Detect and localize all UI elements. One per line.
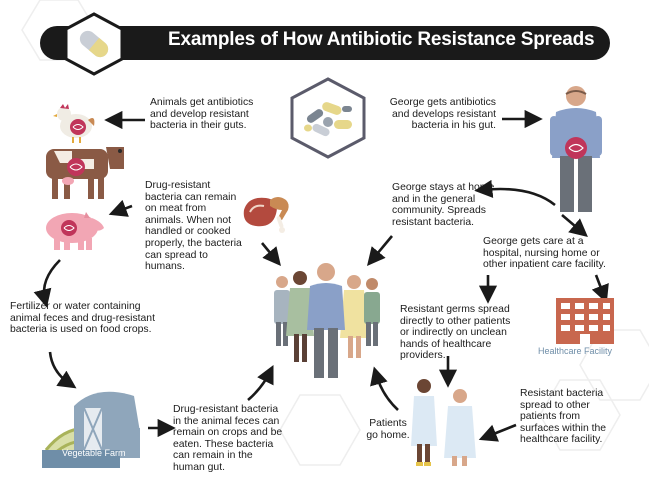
caption-meat: Drug-resistant bacteria can remain on me… [145,180,242,273]
arrow-surfaces-to-patients [478,423,517,442]
arrow-patients-to-crowd [370,366,399,411]
caption-fertilizer: Fertilizer or water containing animal fe… [10,301,155,336]
caption-george-antibiotics: George gets antibiotics and develops res… [389,97,496,132]
bacteria-icon [61,220,77,236]
chicken-icon [53,104,95,143]
arrow-meat-to-crowd [260,242,281,267]
caption-crops: Drug-resistant bacteria in the animal fe… [173,404,283,473]
caption-patients-home: Patients go home. [366,418,410,441]
cow-icon [46,147,124,199]
community-crowd [274,263,380,378]
patients-figures [411,379,476,466]
pig-icon [46,212,104,250]
pills-icon [304,102,352,137]
caption-community: George stays at home and in the general … [392,182,495,228]
healthcare-facility-icon [556,298,614,344]
page-title: Examples of How Antibiotic Resistance Sp… [168,29,595,50]
vegetable-farm-label: Vegetable Farm [62,448,126,458]
bacteria-icon [67,158,85,176]
healthcare-facility-label: Healthcare Facility [538,346,613,356]
vegetable-farm-icon [42,391,140,468]
bacteria-icon [565,137,587,159]
meat-icon [243,197,289,233]
bacteria-icon [70,119,86,135]
caption-healthcare-care: George gets care at a hospital, nursing … [483,236,606,271]
arrow-crops-to-crowd [247,365,274,401]
pill-icon [64,12,124,76]
antibiotics-hexagon [290,77,366,159]
arrow-george-to-healthcare-text [561,214,588,238]
arrow-to-building [591,274,609,304]
caption-germs-spread: Resistant germs spread directly to other… [400,304,511,362]
arrow-animals-to-fertilizer [33,259,61,308]
arrow-community-to-crowd [367,235,393,266]
arrow-fertilizer-to-farm [48,351,77,389]
george-figure [550,86,602,212]
arrow-to-meat [108,199,133,217]
title-banner: Examples of How Antibiotic Resistance Sp… [40,26,610,60]
caption-animals-antibiotics: Animals get antibiotics and develop resi… [150,97,254,132]
caption-surfaces: Resistant bacteria spread to other patie… [520,388,607,446]
arrow-george-to-community [474,179,556,207]
